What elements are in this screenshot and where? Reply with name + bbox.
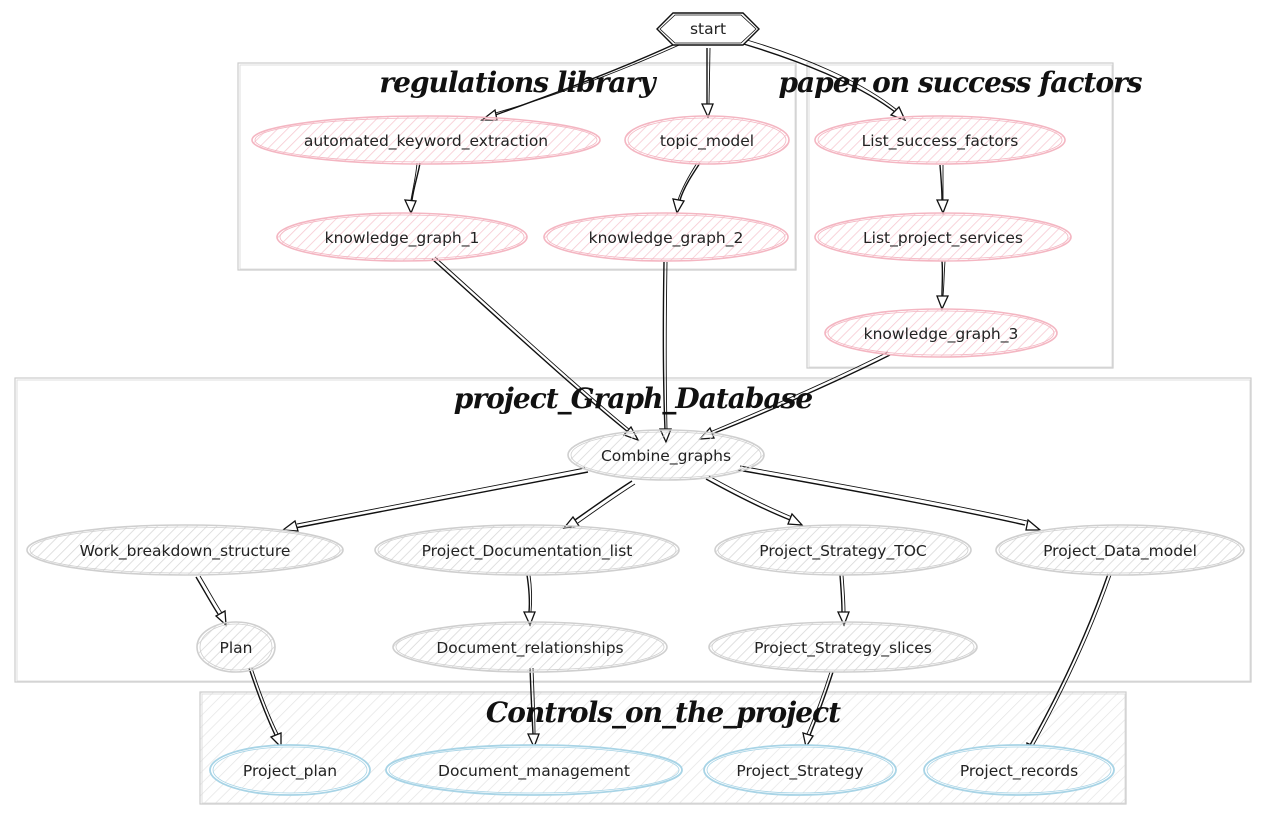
cluster-title-regulations: regulations library <box>379 66 657 99</box>
node-label: Project_Strategy <box>736 762 863 781</box>
node-knowledge-graph-1[interactable]: knowledge_graph_1 <box>276 212 528 262</box>
node-knowledge-graph-3[interactable]: knowledge_graph_3 <box>824 308 1058 358</box>
node-label: automated_keyword_extraction <box>304 132 548 151</box>
node-project-documentation-list[interactable]: Project_Documentation_list <box>374 524 680 576</box>
node-automated-keyword-extraction[interactable]: automated_keyword_extraction <box>251 115 601 165</box>
node-project-plan[interactable]: Project_plan <box>209 744 371 796</box>
node-label: Combine_graphs <box>601 447 731 466</box>
node-label: Work_breakdown_structure <box>80 542 291 561</box>
node-label: Project_plan <box>243 762 337 781</box>
node-topic-model[interactable]: topic_model <box>624 115 790 165</box>
node-label: Project_Strategy_slices <box>754 639 932 658</box>
node-start[interactable]: start <box>656 12 760 46</box>
node-label: knowledge_graph_2 <box>589 229 744 248</box>
node-label: List_success_factors <box>862 132 1019 151</box>
node-label: knowledge_graph_1 <box>325 229 480 248</box>
node-work-breakdown-structure[interactable]: Work_breakdown_structure <box>26 524 344 576</box>
cluster-title-controls: Controls_on_the_project <box>486 696 841 729</box>
cluster-project-graph-database: project_Graph_Database <box>14 377 1252 683</box>
node-project-records[interactable]: Project_records <box>923 744 1115 796</box>
node-label: Project_records <box>960 762 1078 781</box>
node-label: Document_relationships <box>436 639 623 658</box>
node-project-strategy-slices[interactable]: Project_Strategy_slices <box>708 621 978 673</box>
node-knowledge-graph-2[interactable]: knowledge_graph_2 <box>543 212 789 262</box>
node-project-strategy-toc[interactable]: Project_Strategy_TOC <box>714 524 972 576</box>
node-project-data-model[interactable]: Project_Data_model <box>995 524 1245 576</box>
node-label: Project_Data_model <box>1043 542 1197 561</box>
node-label: Project_Strategy_TOC <box>759 542 926 561</box>
node-label: Project_Documentation_list <box>422 542 633 561</box>
cluster-title-paper: paper on success factors <box>778 66 1142 99</box>
node-label: List_project_services <box>863 229 1023 248</box>
node-label: Plan <box>220 639 253 657</box>
node-project-strategy[interactable]: Project_Strategy <box>703 744 897 796</box>
cluster-title-database: project_Graph_Database <box>454 382 813 415</box>
node-document-relationships[interactable]: Document_relationships <box>392 621 668 673</box>
node-list-project-services[interactable]: List_project_services <box>814 212 1072 262</box>
node-label: start <box>690 20 726 38</box>
node-label: knowledge_graph_3 <box>864 325 1019 344</box>
node-label: Document_management <box>438 762 630 781</box>
node-combine-graphs[interactable]: Combine_graphs <box>567 429 765 481</box>
cluster-paper-on-success-factors: paper on success factors <box>778 62 1144 369</box>
node-list-success-factors[interactable]: List_success_factors <box>814 115 1066 165</box>
node-plan[interactable]: Plan <box>196 621 276 673</box>
node-document-management[interactable]: Document_management <box>385 744 683 796</box>
node-label: topic_model <box>660 132 754 151</box>
